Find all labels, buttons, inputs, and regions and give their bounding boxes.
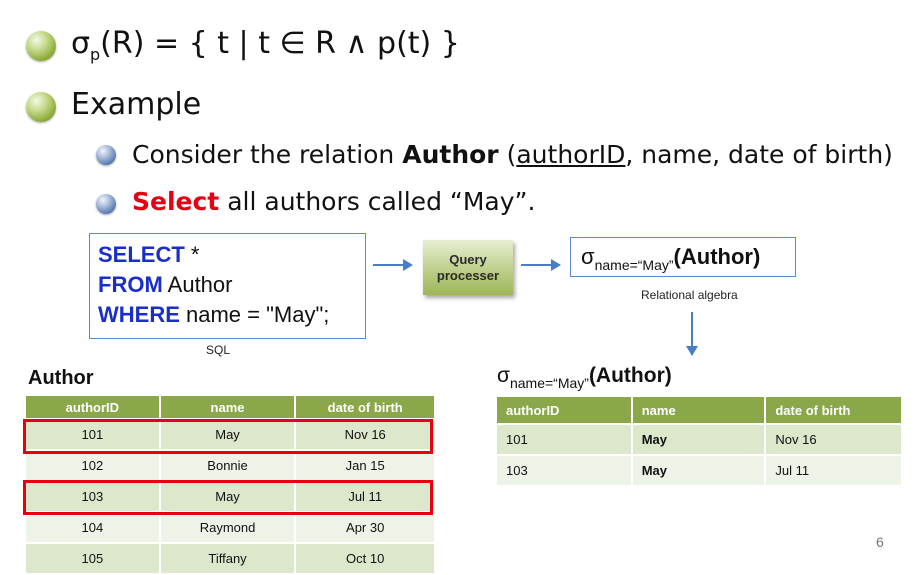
bullet-ball-icon [26, 92, 56, 122]
arrow-down-icon [686, 312, 698, 356]
sigma-subscript: p [90, 45, 101, 64]
relational-algebra-caption: Relational algebra [641, 288, 738, 302]
column-header: date of birth [765, 397, 903, 425]
table-header-row: authorID name date of birth [497, 397, 903, 425]
definition-rest: (R) = { t | t ∈ R ∧ p(t) } [100, 26, 460, 61]
highlight-frame-row-101 [23, 419, 433, 454]
arrow-right-icon [373, 259, 413, 271]
column-header: date of birth [295, 396, 436, 420]
example-heading: Example [71, 87, 202, 122]
relation-name: Author [402, 140, 499, 169]
sub-bullet-icon [96, 194, 116, 214]
highlight-frame-row-103 [23, 480, 433, 515]
select-rest: all authors called “May”. [219, 187, 536, 216]
page-number: 6 [876, 534, 884, 550]
sub-bullet-icon [96, 145, 116, 165]
relational-algebra-box: σname=“May”(Author) [570, 237, 796, 277]
right-table-title: σname=“May”(Author) [497, 364, 672, 391]
selection-definition: σp(R) = { t | t ∈ R ∧ p(t) } [71, 26, 460, 73]
arrow-right-icon [521, 259, 561, 271]
column-header: authorID [26, 396, 161, 420]
bullet-ball-icon [26, 31, 56, 61]
column-header: name [631, 397, 767, 425]
left-table-title: Author [28, 367, 94, 389]
attribute-list: , name, date of birth) [625, 140, 893, 169]
column-header: name [159, 396, 297, 420]
consider-prefix: Consider the relation [132, 140, 403, 169]
sql-query-box: SELECT * FROM Author WHERE name = "May"; [89, 233, 366, 339]
consider-relation-text: Consider the relation Author (authorID, … [132, 140, 893, 169]
select-task-text: Select all authors called “May”. [132, 187, 535, 217]
sql-caption: SQL [206, 343, 231, 357]
table-header-row: authorID name date of birth [26, 396, 436, 420]
column-header: authorID [497, 397, 633, 425]
sql-line-1: SELECT * [98, 242, 200, 267]
sigma-symbol: σ [71, 26, 91, 61]
select-highlight: Select [132, 187, 220, 216]
sql-line-3: WHERE name = "May"; [98, 302, 330, 327]
sql-line-2: FROM Author [98, 272, 233, 297]
primary-key: authorID [516, 140, 626, 169]
